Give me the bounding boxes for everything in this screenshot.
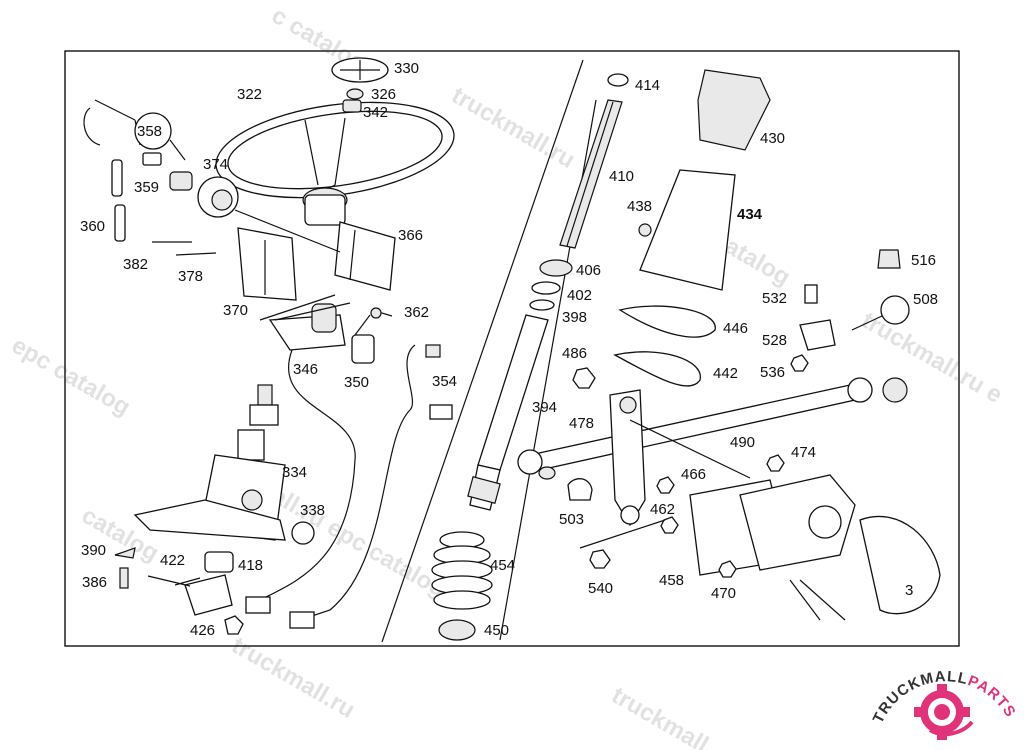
watermark-text: all.ru epc catalog [267,482,450,603]
part-labels: 330 326 342 322 358 374 359 360 382 378 … [80,60,938,639]
gaskets [613,305,716,387]
wiring-harness [245,344,453,629]
truckmall-parts-logo: TRUCKMALLPARTS [870,668,1019,740]
part-label: 346 [293,361,318,378]
part-label: 478 [569,415,594,432]
part-label: 370 [223,302,248,319]
part-label: 503 [559,511,584,528]
part-label: 446 [723,320,748,337]
horn-button [331,57,389,113]
watermark-text: truckmall.ru e [857,307,1007,409]
part-label: 528 [762,332,787,349]
part-label: 394 [532,399,557,416]
part-label: 422 [160,552,185,569]
ignition-ring [83,99,186,161]
part-label: 3 [905,582,913,599]
part-label: 338 [300,502,325,519]
steering-shaft [467,73,629,511]
part-label: 532 [762,290,787,307]
steering-box [689,474,941,621]
tie-rod-end [790,249,910,372]
part-label: 434 [737,206,763,223]
part-label: 458 [659,572,684,589]
part-label: 438 [627,198,652,215]
part-label: 362 [404,304,429,321]
part-label: 410 [609,168,634,185]
part-label: 342 [363,104,388,121]
switch-assembly [268,303,393,364]
part-label: 466 [681,466,706,483]
column-cover [237,221,396,301]
lock-cylinder [169,171,239,218]
part-label: 322 [237,86,262,103]
part-label: 366 [398,227,423,244]
part-label: 350 [344,374,369,391]
small-bolts [589,454,785,578]
part-label: 386 [82,574,107,591]
leader-lines [174,209,751,586]
part-label: 360 [80,218,105,235]
part-label: 374 [203,156,228,173]
part-label: 470 [711,585,736,602]
logo-text-accent: PARTS [965,672,1019,721]
part-label: 540 [588,580,613,597]
part-label: 414 [635,77,660,94]
keys [111,152,162,242]
part-label: 426 [190,622,215,639]
watermark-text: truckmall [607,682,713,750]
gear-icon [914,684,974,740]
part-label: 516 [911,252,936,269]
part-label: 418 [238,557,263,574]
column-bracket [133,384,315,545]
part-label: 454 [490,557,515,574]
part-label: 330 [394,60,419,77]
part-label: 490 [730,434,755,451]
part-label: 508 [913,291,938,308]
watermark-text: epc catalog [7,332,135,421]
dust-boots [638,69,771,291]
part-label: 398 [562,309,587,326]
part-label: 359 [134,179,159,196]
part-label: 326 [371,86,396,103]
part-label: 474 [791,444,816,461]
part-label: 354 [432,373,457,390]
part-label: 334 [282,464,307,481]
part-label: 378 [178,268,203,285]
part-label: 358 [137,123,162,140]
part-label: 430 [760,130,785,147]
universal-joint-left [114,547,244,635]
part-label: 462 [650,501,675,518]
part-label: 486 [562,345,587,362]
diagram-frame [64,50,960,647]
steering-wheel [215,101,455,226]
part-label: 382 [123,256,148,273]
part-label: 536 [760,364,785,381]
part-label: 406 [576,262,601,279]
pitman-arm [567,367,646,527]
part-label: 442 [713,365,738,382]
part-label: 390 [81,542,106,559]
drag-link [517,377,908,480]
bolts-left [152,241,217,256]
part-label: 450 [484,622,509,639]
rubber-boot [431,531,493,641]
part-label: 402 [567,287,592,304]
